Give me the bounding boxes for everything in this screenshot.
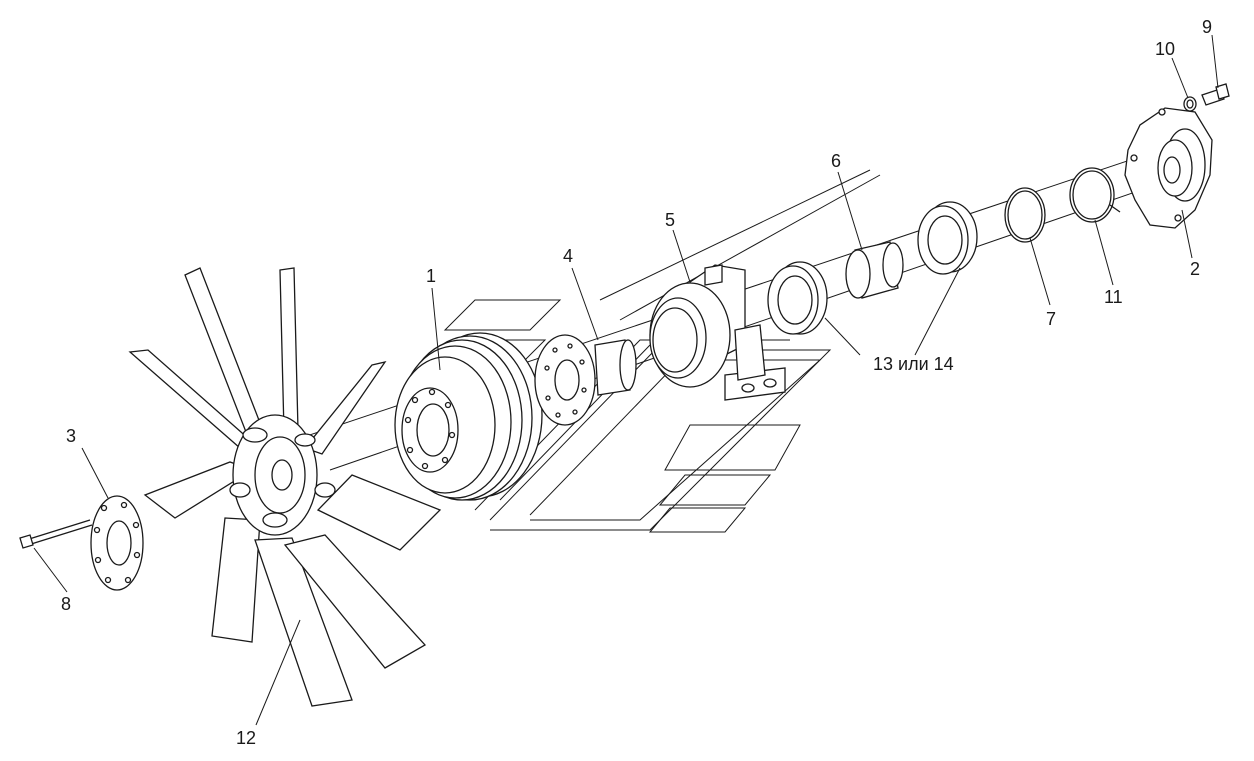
bearing-part-13-right — [917, 201, 978, 275]
bolt-part-8 — [19, 519, 93, 549]
gasket-part-3 — [90, 495, 144, 591]
callout-11: 11 — [1104, 287, 1123, 307]
cover-part-2 — [1124, 107, 1213, 229]
bearing-part-13-left — [767, 261, 828, 335]
fan-part-12 — [128, 267, 442, 707]
callout-10: 10 — [1155, 39, 1175, 59]
callout-4: 4 — [563, 246, 573, 266]
callout-13-or-14: 13 или 14 — [873, 354, 954, 374]
callout-1: 1 — [426, 266, 436, 286]
shaft-part-4 — [534, 334, 637, 426]
ring-part-7 — [1004, 187, 1046, 243]
washer-part-10 — [1183, 96, 1197, 112]
sleeve-part-6 — [845, 241, 904, 299]
pulley-part-1 — [394, 332, 543, 501]
callout-2: 2 — [1190, 259, 1200, 279]
callout-12: 12 — [236, 728, 256, 748]
callout-6: 6 — [831, 151, 841, 171]
leader-lines — [33, 34, 1219, 726]
snap-ring-part-11 — [1069, 167, 1121, 223]
callout-labels: 1 2 3 4 5 6 7 8 9 10 11 12 13 или 14 — [61, 17, 1212, 748]
callout-3: 3 — [66, 426, 76, 446]
callout-5: 5 — [665, 210, 675, 230]
callout-9: 9 — [1202, 17, 1212, 37]
callout-7: 7 — [1046, 309, 1056, 329]
bolt-part-9 — [1201, 83, 1230, 106]
callout-8: 8 — [61, 594, 71, 614]
housing-part-5 — [649, 264, 786, 401]
